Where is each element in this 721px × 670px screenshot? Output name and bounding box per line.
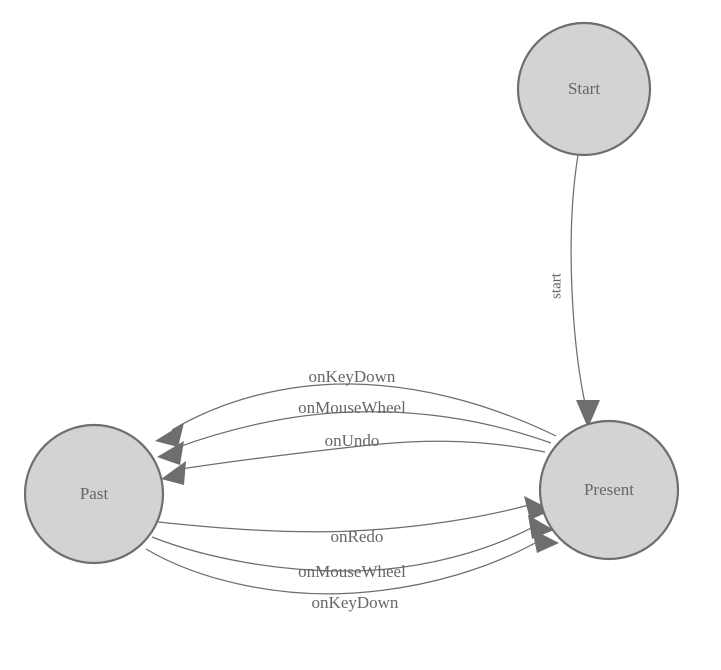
- edge-onundo-path: [174, 440, 546, 471]
- edge-onmousewheel-undo-path: [172, 411, 552, 450]
- node-present-label: Present: [584, 480, 634, 499]
- edge-onkeydown-undo-arrowhead: [155, 423, 184, 447]
- edge-start-path: [570, 154, 587, 409]
- edge-label-start: start: [548, 272, 564, 299]
- edge-onredo-path: [157, 502, 537, 533]
- edge-onundo[interactable]: [161, 440, 546, 485]
- edge-onredo-arrowhead: [524, 496, 552, 520]
- edge-onkeydown-redo-arrowhead: [532, 529, 559, 553]
- edge-onundo-arrowhead: [161, 461, 186, 485]
- edge-start-arrowhead: [576, 400, 600, 428]
- edge-onmousewheel-redo-path: [151, 523, 540, 572]
- edge-start[interactable]: [570, 154, 600, 428]
- edge-onmousewheel-undo-arrowhead: [157, 441, 184, 465]
- edge-onkeydown-undo-path: [171, 383, 557, 437]
- edge-label-onmousewheel-redo: onMouseWheel: [298, 562, 406, 581]
- edge-onredo[interactable]: [157, 496, 552, 533]
- edge-label-onredo: onRedo: [331, 527, 384, 546]
- node-past-label: Past: [80, 484, 109, 503]
- node-start-circle: [516, 21, 652, 157]
- edge-label-onmousewheel-undo: onMouseWheel: [298, 398, 406, 417]
- edge-onkeydown-undo[interactable]: [155, 383, 557, 447]
- edge-label-onkeydown-redo: onKeyDown: [312, 593, 399, 612]
- node-start-label: Start: [568, 79, 600, 98]
- edge-onkeydown-redo[interactable]: [145, 529, 559, 595]
- node-present-circle: [538, 419, 680, 561]
- edge-onmousewheel-undo[interactable]: [157, 411, 552, 465]
- edge-label-onundo: onUndo: [325, 431, 380, 450]
- node-past[interactable]: Past: [23, 423, 165, 565]
- node-past-circle: [23, 423, 165, 565]
- edge-label-onkeydown-undo: onKeyDown: [309, 367, 396, 386]
- node-present[interactable]: Present: [538, 419, 680, 561]
- edge-onkeydown-redo-path: [145, 537, 545, 595]
- node-start[interactable]: Start: [516, 21, 652, 157]
